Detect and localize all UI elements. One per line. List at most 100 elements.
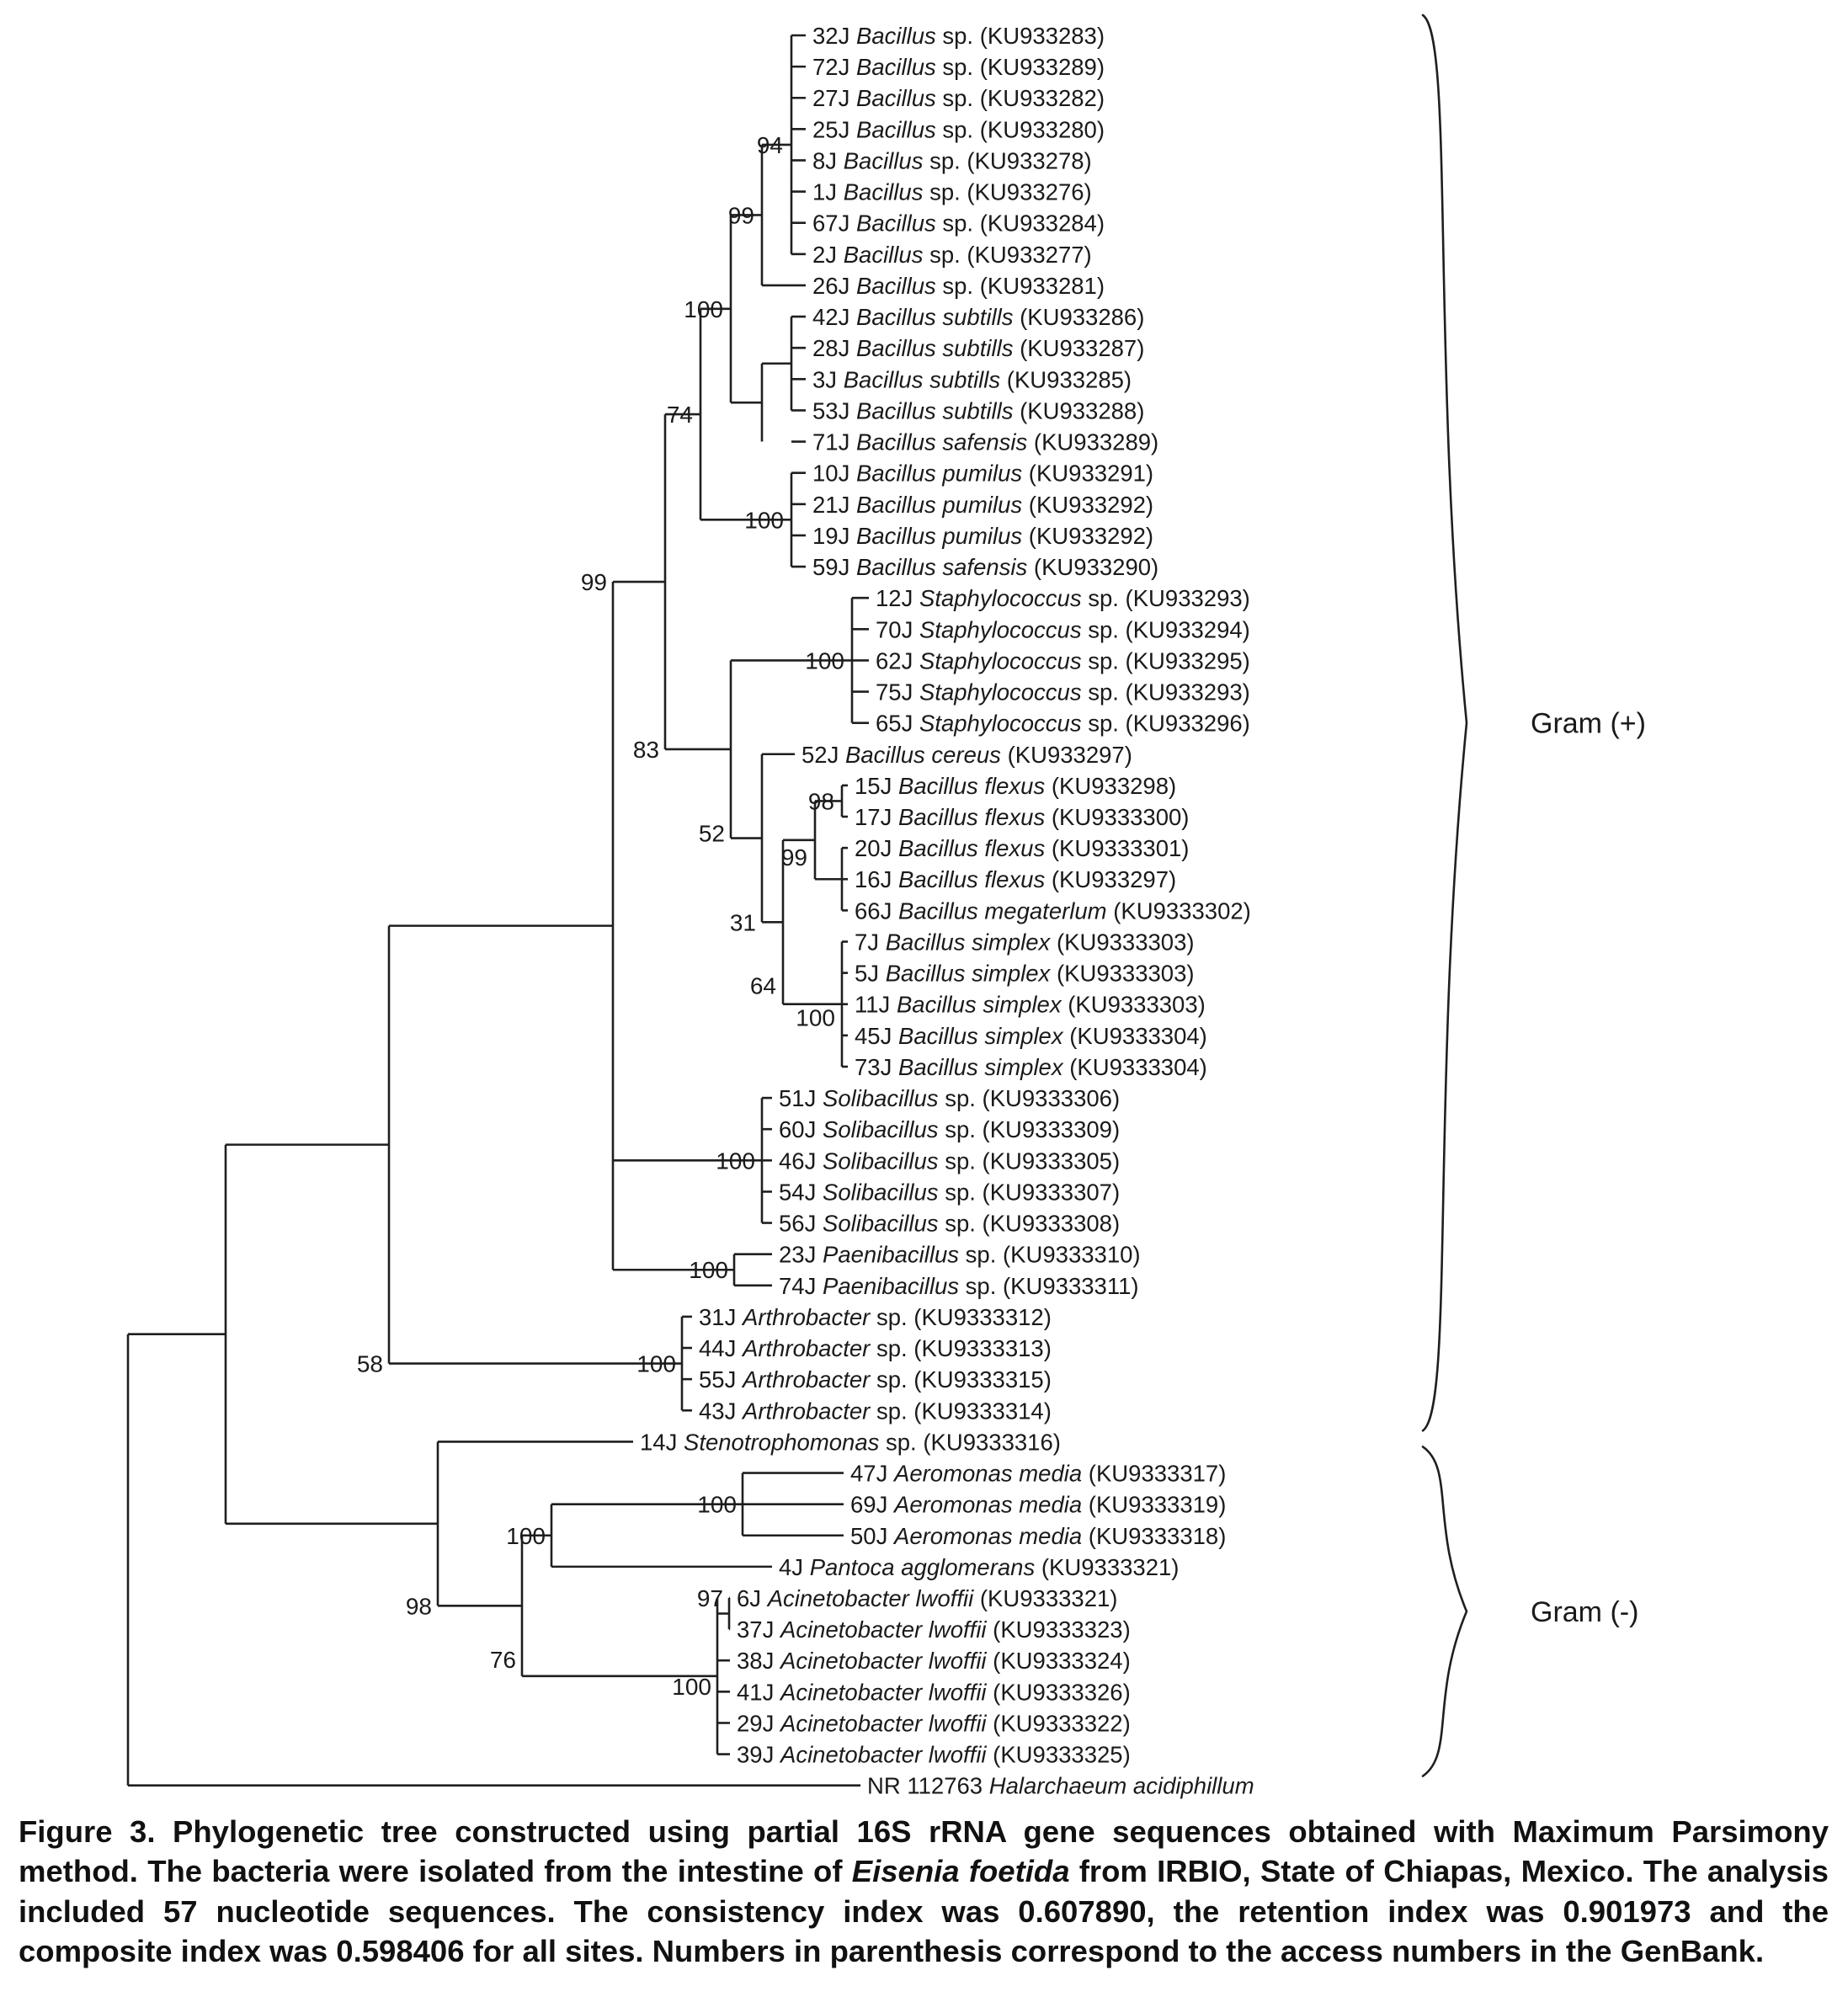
- taxon-label: 54J Solibacillus sp. (KU9333307): [779, 1179, 1120, 1205]
- taxon-label: 23J Paenibacillus sp. (KU9333310): [779, 1242, 1141, 1268]
- species-name: Staphylococcus: [919, 647, 1082, 674]
- taxon-labels: 32J Bacillus sp. (KU933283)72J Bacillus …: [640, 23, 1254, 1799]
- species-name: Bacillus flexus: [898, 773, 1045, 799]
- species-name: Bacillus: [856, 273, 936, 299]
- species-name: Arthrobacter: [741, 1398, 871, 1424]
- strain-id: 19J: [812, 523, 856, 549]
- species-name: Arthrobacter: [741, 1304, 871, 1330]
- bootstrap-value: 100: [796, 1005, 835, 1031]
- bootstrap-value: 97: [697, 1585, 723, 1611]
- accession-number: (KU9333309): [976, 1116, 1120, 1142]
- strain-id: 39J: [737, 1742, 780, 1768]
- taxon-label: 70J Staphylococcus sp. (KU933294): [876, 616, 1250, 642]
- accession-number: (KU933289): [1027, 429, 1158, 455]
- species-suffix: sp.: [936, 54, 973, 80]
- taxon-label: 47J Aeromonas media (KU9333317): [850, 1461, 1226, 1487]
- strain-id: 50J: [850, 1523, 894, 1549]
- strain-id: 28J: [812, 335, 856, 361]
- accession-number: (KU9333316): [917, 1429, 1061, 1455]
- species-name: Bacillus safensis: [856, 554, 1028, 580]
- bootstrap-value: 100: [744, 507, 784, 533]
- accession-number: (KU9333315): [908, 1366, 1052, 1393]
- taxon-label: 67J Bacillus sp. (KU933284): [812, 210, 1105, 237]
- species-name: Bacillus safensis: [856, 429, 1028, 455]
- bootstrap-value: 99: [781, 844, 807, 871]
- taxon-label: 15J Bacillus flexus (KU933298): [855, 773, 1176, 799]
- accession-number: (KU9333302): [1107, 897, 1251, 924]
- species-suffix: sp.: [936, 210, 973, 237]
- species-name: Bacillus simplex: [898, 1023, 1064, 1049]
- taxon-label: 56J Solibacillus sp. (KU9333308): [779, 1211, 1120, 1237]
- strain-id: 26J: [812, 273, 856, 299]
- taxon-label: 39J Acinetobacter lwoffii (KU9333325): [737, 1742, 1131, 1768]
- species-name: Staphylococcus: [919, 585, 1082, 611]
- species-suffix: sp.: [959, 1273, 996, 1299]
- taxon-label: 37J Acinetobacter lwoffii (KU9333323): [737, 1616, 1131, 1643]
- bootstrap-value: 99: [581, 569, 607, 595]
- accession-number: (KU9333321): [1035, 1554, 1179, 1580]
- species-suffix: sp.: [923, 179, 960, 205]
- bootstrap-value: 58: [357, 1351, 383, 1377]
- strain-id: 42J: [812, 304, 856, 330]
- taxon-label: 17J Bacillus flexus (KU9333300): [855, 804, 1189, 830]
- strain-id: 47J: [850, 1461, 894, 1487]
- accession-number: (KU933289): [973, 54, 1105, 80]
- taxon-label: 44J Arthrobacter sp. (KU9333313): [699, 1335, 1052, 1361]
- strain-id: 6J: [737, 1585, 768, 1611]
- strain-id: 45J: [855, 1023, 898, 1049]
- strain-id: 5J: [855, 961, 886, 987]
- gram-positive-label: Gram (+): [1531, 708, 1646, 740]
- taxon-label: 51J Solibacillus sp. (KU9333306): [779, 1085, 1120, 1111]
- species-suffix: sp.: [936, 116, 973, 142]
- strain-id: NR 112763: [867, 1773, 989, 1799]
- strain-id: 75J: [876, 679, 919, 706]
- species-suffix: sp.: [1082, 711, 1119, 737]
- strain-id: 15J: [855, 773, 898, 799]
- strain-id: 56J: [779, 1211, 823, 1237]
- species-suffix: sp.: [936, 273, 973, 299]
- species-suffix: sp.: [1082, 679, 1119, 706]
- accession-number: (KU9333308): [976, 1211, 1120, 1237]
- taxon-label: 41J Acinetobacter lwoffii (KU9333326): [737, 1679, 1131, 1705]
- species-name: Aeromonas media: [892, 1523, 1082, 1549]
- taxon-label: 14J Stenotrophomonas sp. (KU9333316): [640, 1429, 1061, 1455]
- accession-number: (KU933296): [1119, 711, 1250, 737]
- accession-number: (KU933297): [1045, 866, 1176, 892]
- strain-id: 31J: [699, 1304, 743, 1330]
- bootstrap-value: 98: [406, 1593, 432, 1619]
- accession-number: (KU9333311): [996, 1273, 1138, 1299]
- strain-id: 71J: [812, 429, 856, 455]
- tree-branches: [126, 34, 869, 1787]
- bootstrap-value: 74: [667, 402, 693, 428]
- bootstrap-value: 100: [672, 1674, 711, 1700]
- accession-number: (KU9333303): [1050, 961, 1194, 987]
- taxon-label: 53J Bacillus subtills (KU933288): [812, 397, 1144, 423]
- species-name: Bacillus: [856, 210, 936, 237]
- species-name: Bacillus: [856, 116, 936, 142]
- species-name: Bacillus simplex: [886, 929, 1052, 955]
- taxon-label: 11J Bacillus simplex (KU9333303): [855, 992, 1206, 1018]
- accession-number: (KU9333310): [996, 1242, 1140, 1268]
- species-name: Paenibacillus: [823, 1242, 959, 1268]
- species-suffix: sp.: [923, 242, 960, 268]
- accession-number: (KU933284): [973, 210, 1105, 237]
- strain-id: 46J: [779, 1148, 823, 1174]
- taxon-label: 16J Bacillus flexus (KU933297): [855, 866, 1176, 892]
- accession-number: (KU9333304): [1063, 1054, 1207, 1080]
- accession-number: (KU9333325): [987, 1742, 1131, 1768]
- strain-id: 3J: [812, 366, 844, 392]
- strain-id: 38J: [737, 1648, 780, 1674]
- strain-id: 55J: [699, 1366, 743, 1393]
- taxon-label: 62J Staphylococcus sp. (KU933295): [876, 647, 1250, 674]
- strain-id: 72J: [812, 54, 856, 80]
- gram-negative-label: Gram (-): [1531, 1596, 1638, 1628]
- strain-id: 1J: [812, 179, 844, 205]
- strain-id: 67J: [812, 210, 856, 237]
- accession-number: (KU9333321): [973, 1585, 1117, 1611]
- taxon-label: 43J Arthrobacter sp. (KU9333314): [699, 1398, 1052, 1424]
- strain-id: 7J: [855, 929, 886, 955]
- taxon-label: 6J Acinetobacter lwoffii (KU9333321): [737, 1585, 1117, 1611]
- species-name: Pantoca agglomerans: [810, 1554, 1036, 1580]
- strain-id: 10J: [812, 461, 856, 487]
